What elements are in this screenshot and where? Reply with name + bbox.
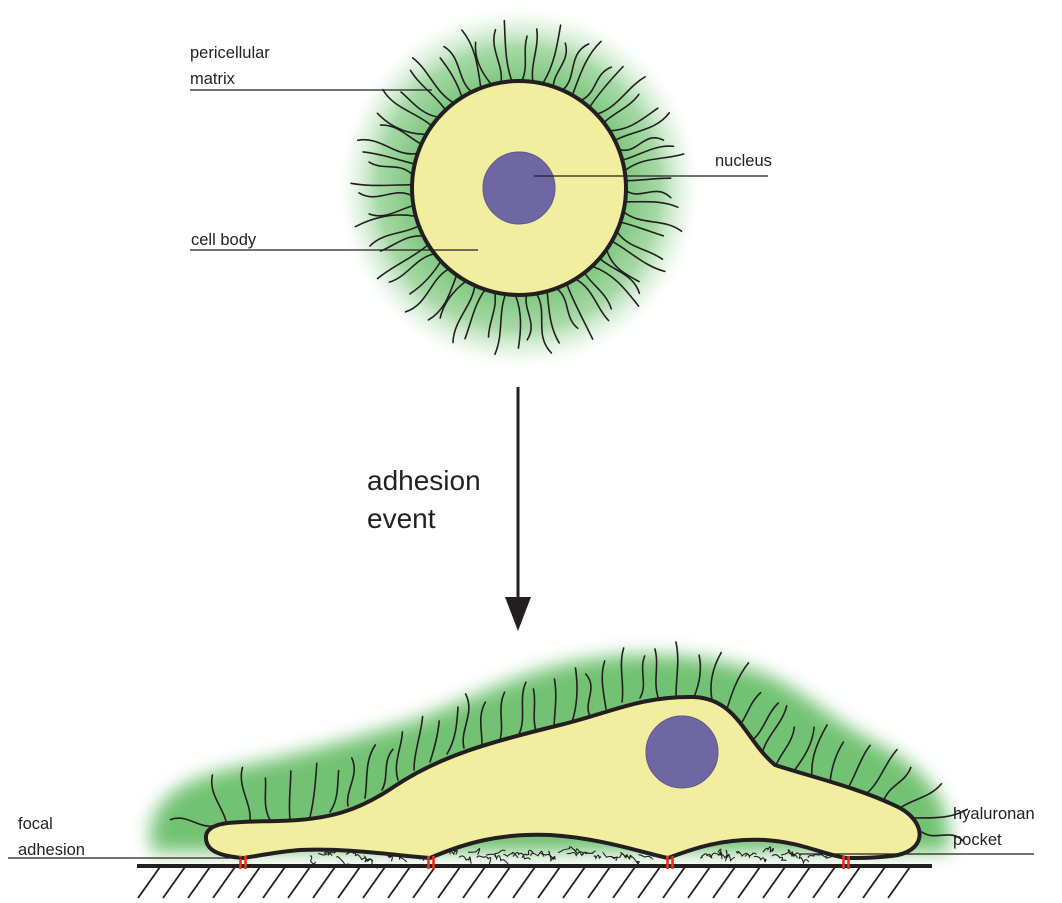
pocket-fiber [513, 852, 530, 859]
pocket-fiber [337, 857, 351, 866]
adhesion-event-label-line1: adhesion [367, 465, 481, 496]
substrate-hatch [538, 867, 560, 898]
substrate-hatch [338, 867, 360, 898]
focal-adhesion-label-line1: focal [18, 815, 53, 833]
substrate-hatch [363, 867, 385, 898]
substrate-hatch [288, 867, 310, 898]
cell-body-label: cell body [191, 231, 257, 249]
substrate-hatch [238, 867, 260, 898]
substrate-hatch [788, 867, 810, 898]
substrate-hatch [688, 867, 710, 898]
pericellular-matrix-label-line2: matrix [190, 70, 236, 88]
substrate-hatch [263, 867, 285, 898]
pocket-fiber [310, 856, 315, 864]
substrate-hatch [713, 867, 735, 898]
substrate-hatch [213, 867, 235, 898]
substrate-hatch [863, 867, 885, 898]
substrate-hatch [738, 867, 760, 898]
substrate-hatch [388, 867, 410, 898]
focal-adhesion-label-line2: adhesion [18, 841, 85, 859]
substrate-hatch [513, 867, 535, 898]
pocket-fiber [754, 856, 766, 861]
pocket-fiber [459, 856, 471, 864]
nucleus-spread [646, 716, 718, 788]
pocket-fiber [799, 854, 809, 863]
hyaluronan-pocket-label-line2: pocket [953, 831, 1002, 849]
substrate-hatch [663, 867, 685, 898]
nucleus-label: nucleus [715, 152, 772, 170]
substrate-hatch [763, 867, 785, 898]
substrate-hatch [813, 867, 835, 898]
substrate-hatch [413, 867, 435, 898]
substrate-hatch [188, 867, 210, 898]
substrate-hatch [888, 867, 910, 898]
pocket-fiber [540, 853, 556, 860]
pocket-fiber [772, 855, 786, 861]
pocket-fiber [477, 856, 491, 864]
down-arrow-icon [505, 387, 531, 631]
pericellular-matrix-label-line1: pericellular [190, 44, 270, 62]
pocket-fiber [603, 852, 617, 861]
substrate-hatch [563, 867, 585, 898]
pocket-fiber [594, 855, 601, 859]
hyaluronan-pocket-label-line1: hyaluronan [953, 805, 1035, 823]
substrate-hatch [138, 867, 160, 898]
substrate-hatch [638, 867, 660, 898]
substrate-hatch [613, 867, 635, 898]
substrate-hatch [463, 867, 485, 898]
substrate-hatch [163, 867, 185, 898]
pocket-fiber [621, 852, 632, 859]
substrate-hatch [588, 867, 610, 898]
pocket-fiber [630, 857, 639, 865]
spread-cell [150, 642, 967, 868]
substrate-hatch [838, 867, 860, 898]
hatched-substrate-icon [137, 866, 932, 898]
substrate-hatch [488, 867, 510, 898]
nucleus-round [483, 152, 555, 224]
substrate-hatch [313, 867, 335, 898]
pocket-fiber [549, 851, 555, 860]
substrate-hatch [438, 867, 460, 898]
adhesion-event-label-line2: event [367, 503, 436, 534]
rounded-cell [339, 8, 699, 368]
